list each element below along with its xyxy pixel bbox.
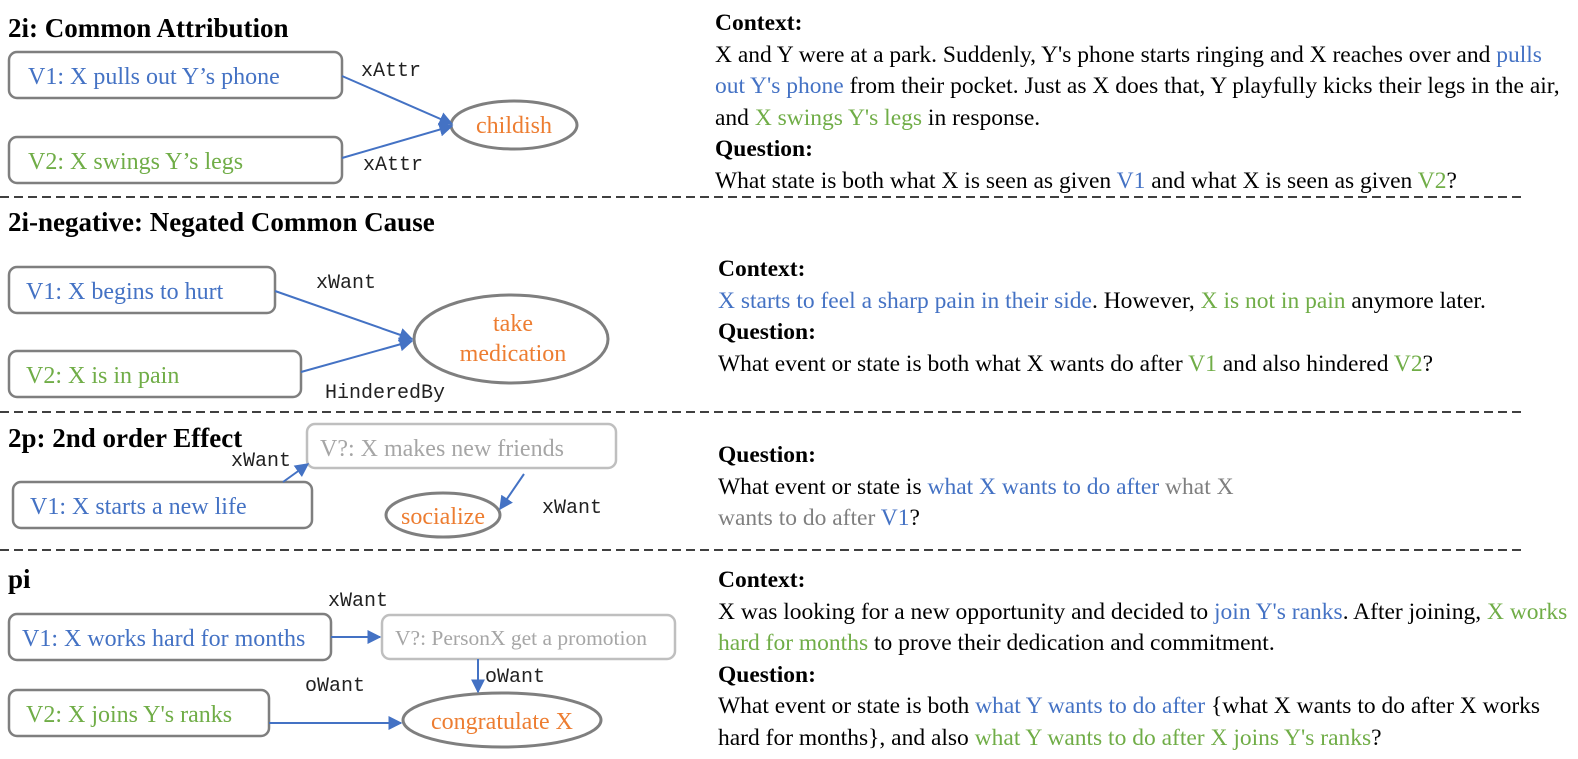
text-block-pi: Context: X was looking for a new opportu… bbox=[718, 565, 1570, 754]
question-label: Question: bbox=[718, 661, 816, 688]
relation-label: xAttr bbox=[363, 154, 423, 177]
answer-label: childish bbox=[476, 113, 552, 139]
text-run: to prove their dedication and commitment… bbox=[868, 630, 1275, 656]
node-vq-box bbox=[380, 613, 677, 661]
node-v1-label: V1: X begins to hurt bbox=[26, 279, 224, 305]
text-run: what Y wants to do after X joins Y's ran… bbox=[974, 724, 1372, 751]
section-title-2i-negative: 2i-negative: Negated Common Cause bbox=[8, 207, 435, 237]
text-run: . After joining, bbox=[1342, 598, 1487, 625]
relation-arrow bbox=[300, 337, 414, 373]
text-run: V1 bbox=[1188, 350, 1217, 377]
section-title-pi: pi bbox=[8, 564, 31, 594]
text-block-2i-negative: Context: X starts to feel a sharp pain i… bbox=[718, 254, 1538, 380]
question-label: Question: bbox=[718, 442, 816, 468]
text-run: pulls out Y's phone bbox=[715, 41, 1542, 100]
text-block-2p: Question: What event or state is what X … bbox=[718, 440, 1278, 535]
text-run: and what X is seen as given bbox=[1145, 167, 1418, 194]
relation-label: xWant bbox=[316, 272, 376, 295]
text-run: X is not in pain bbox=[1200, 287, 1346, 314]
relation-label: oWant bbox=[485, 666, 545, 689]
text-run: ? bbox=[1446, 167, 1457, 194]
answer-label-line1: take bbox=[493, 311, 533, 337]
text-run: X starts to feel a sharp pain in their s… bbox=[718, 287, 1092, 314]
text-run: ? bbox=[909, 505, 920, 531]
text-run: What event or state is bbox=[718, 473, 928, 500]
text-run: ? bbox=[1422, 350, 1434, 377]
context-text: X starts to feel a sharp pain in their s… bbox=[718, 286, 1538, 318]
text-run: and also hindered bbox=[1216, 350, 1394, 377]
section-title-2i: 2i: Common Attribution bbox=[8, 13, 289, 43]
relation-arrow bbox=[341, 75, 454, 126]
text-run: what X wants to do after bbox=[718, 473, 1234, 532]
node-vq-label: V?: PersonX get a promotion bbox=[395, 626, 647, 650]
node-v1-box bbox=[7, 50, 344, 100]
text-block-2i: Context: X and Y were at a park. Suddenl… bbox=[715, 8, 1565, 197]
text-run: join Y's ranks bbox=[1214, 598, 1343, 625]
text-run: What event or state is both bbox=[718, 693, 976, 719]
node-v1-box bbox=[11, 480, 314, 530]
node-v2-box bbox=[7, 135, 344, 185]
context-text: X and Y were at a park. Suddenly, Y's ph… bbox=[715, 40, 1565, 135]
question-text: What event or state is both what Y wants… bbox=[718, 691, 1570, 754]
node-v2-label: V2: X is in pain bbox=[26, 363, 179, 389]
text-run: V2 bbox=[1417, 167, 1447, 194]
text-run: from their pocket. Just as X does that, … bbox=[715, 73, 1560, 131]
relation-label: oWant bbox=[305, 675, 365, 698]
text-run: V1 bbox=[880, 505, 910, 531]
question-text: What event or state is what X wants to d… bbox=[718, 472, 1278, 535]
relation-arrow bbox=[499, 473, 525, 511]
text-run: V2 bbox=[1393, 350, 1423, 377]
node-v1-label: V1: X pulls out Y’s phone bbox=[28, 64, 280, 90]
text-run: X swings Y's legs bbox=[754, 104, 923, 131]
relation-arrow bbox=[274, 290, 414, 342]
relation-label: xAttr bbox=[361, 60, 421, 83]
text-run: what Y wants to do after bbox=[975, 693, 1206, 719]
node-vq-label: V?: X makes new friends bbox=[320, 436, 564, 462]
node-vq-box bbox=[305, 422, 618, 470]
question-label: Question: bbox=[718, 319, 816, 345]
node-v2-box bbox=[7, 688, 271, 738]
answer-node bbox=[384, 491, 502, 539]
context-label: Context: bbox=[718, 256, 806, 282]
answer-label: socialize bbox=[401, 504, 485, 530]
node-v2-box bbox=[7, 349, 303, 399]
answer-label: congratulate X bbox=[431, 709, 573, 735]
text-run: X and Y were at a park. Suddenly, Y's ph… bbox=[715, 41, 1497, 68]
question-text: What event or state is both what X wants… bbox=[718, 349, 1538, 381]
node-v1-box bbox=[7, 265, 277, 315]
text-run: X was looking for a new opportunity and … bbox=[718, 598, 1215, 625]
node-v2-label: V2: X swings Y’s legs bbox=[28, 149, 243, 175]
text-run: . However, bbox=[1091, 287, 1201, 314]
answer-node bbox=[401, 691, 603, 749]
context-text: X was looking for a new opportunity and … bbox=[718, 597, 1570, 660]
text-run: What event or state is both what X wants… bbox=[718, 350, 1189, 377]
context-label: Context: bbox=[718, 567, 806, 593]
text-run: {what X wants to do after X works hard f… bbox=[718, 693, 1541, 751]
relation-label: xWant bbox=[328, 590, 388, 613]
relation-label: HinderedBy bbox=[325, 382, 445, 405]
text-run: in response. bbox=[922, 104, 1041, 131]
node-v1-label: V1: X starts a new life bbox=[30, 494, 247, 520]
node-v2-label: V2: X joins Y's ranks bbox=[26, 702, 232, 728]
context-label: Context: bbox=[715, 10, 803, 36]
question-label: Question: bbox=[715, 136, 813, 162]
text-run: ? bbox=[1371, 724, 1382, 751]
text-run: V1 bbox=[1116, 167, 1146, 194]
text-run: what X wants to do after bbox=[927, 473, 1160, 500]
relation-arrow bbox=[282, 463, 310, 483]
text-run: What state is both what X is seen as giv… bbox=[715, 167, 1117, 194]
relation-label: xWant bbox=[231, 450, 291, 473]
section-title-2p: 2p: 2nd order Effect bbox=[8, 423, 242, 453]
relation-arrow bbox=[341, 122, 454, 159]
answer-label-line2: medication bbox=[460, 341, 567, 367]
node-v1-label: V1: X works hard for months bbox=[22, 626, 305, 652]
text-run: anymore later. bbox=[1345, 287, 1486, 314]
answer-node bbox=[412, 293, 610, 385]
text-run: X works hard for months bbox=[718, 598, 1568, 657]
relation-label: xWant bbox=[542, 497, 602, 520]
question-text: What state is both what X is seen as giv… bbox=[715, 166, 1565, 198]
